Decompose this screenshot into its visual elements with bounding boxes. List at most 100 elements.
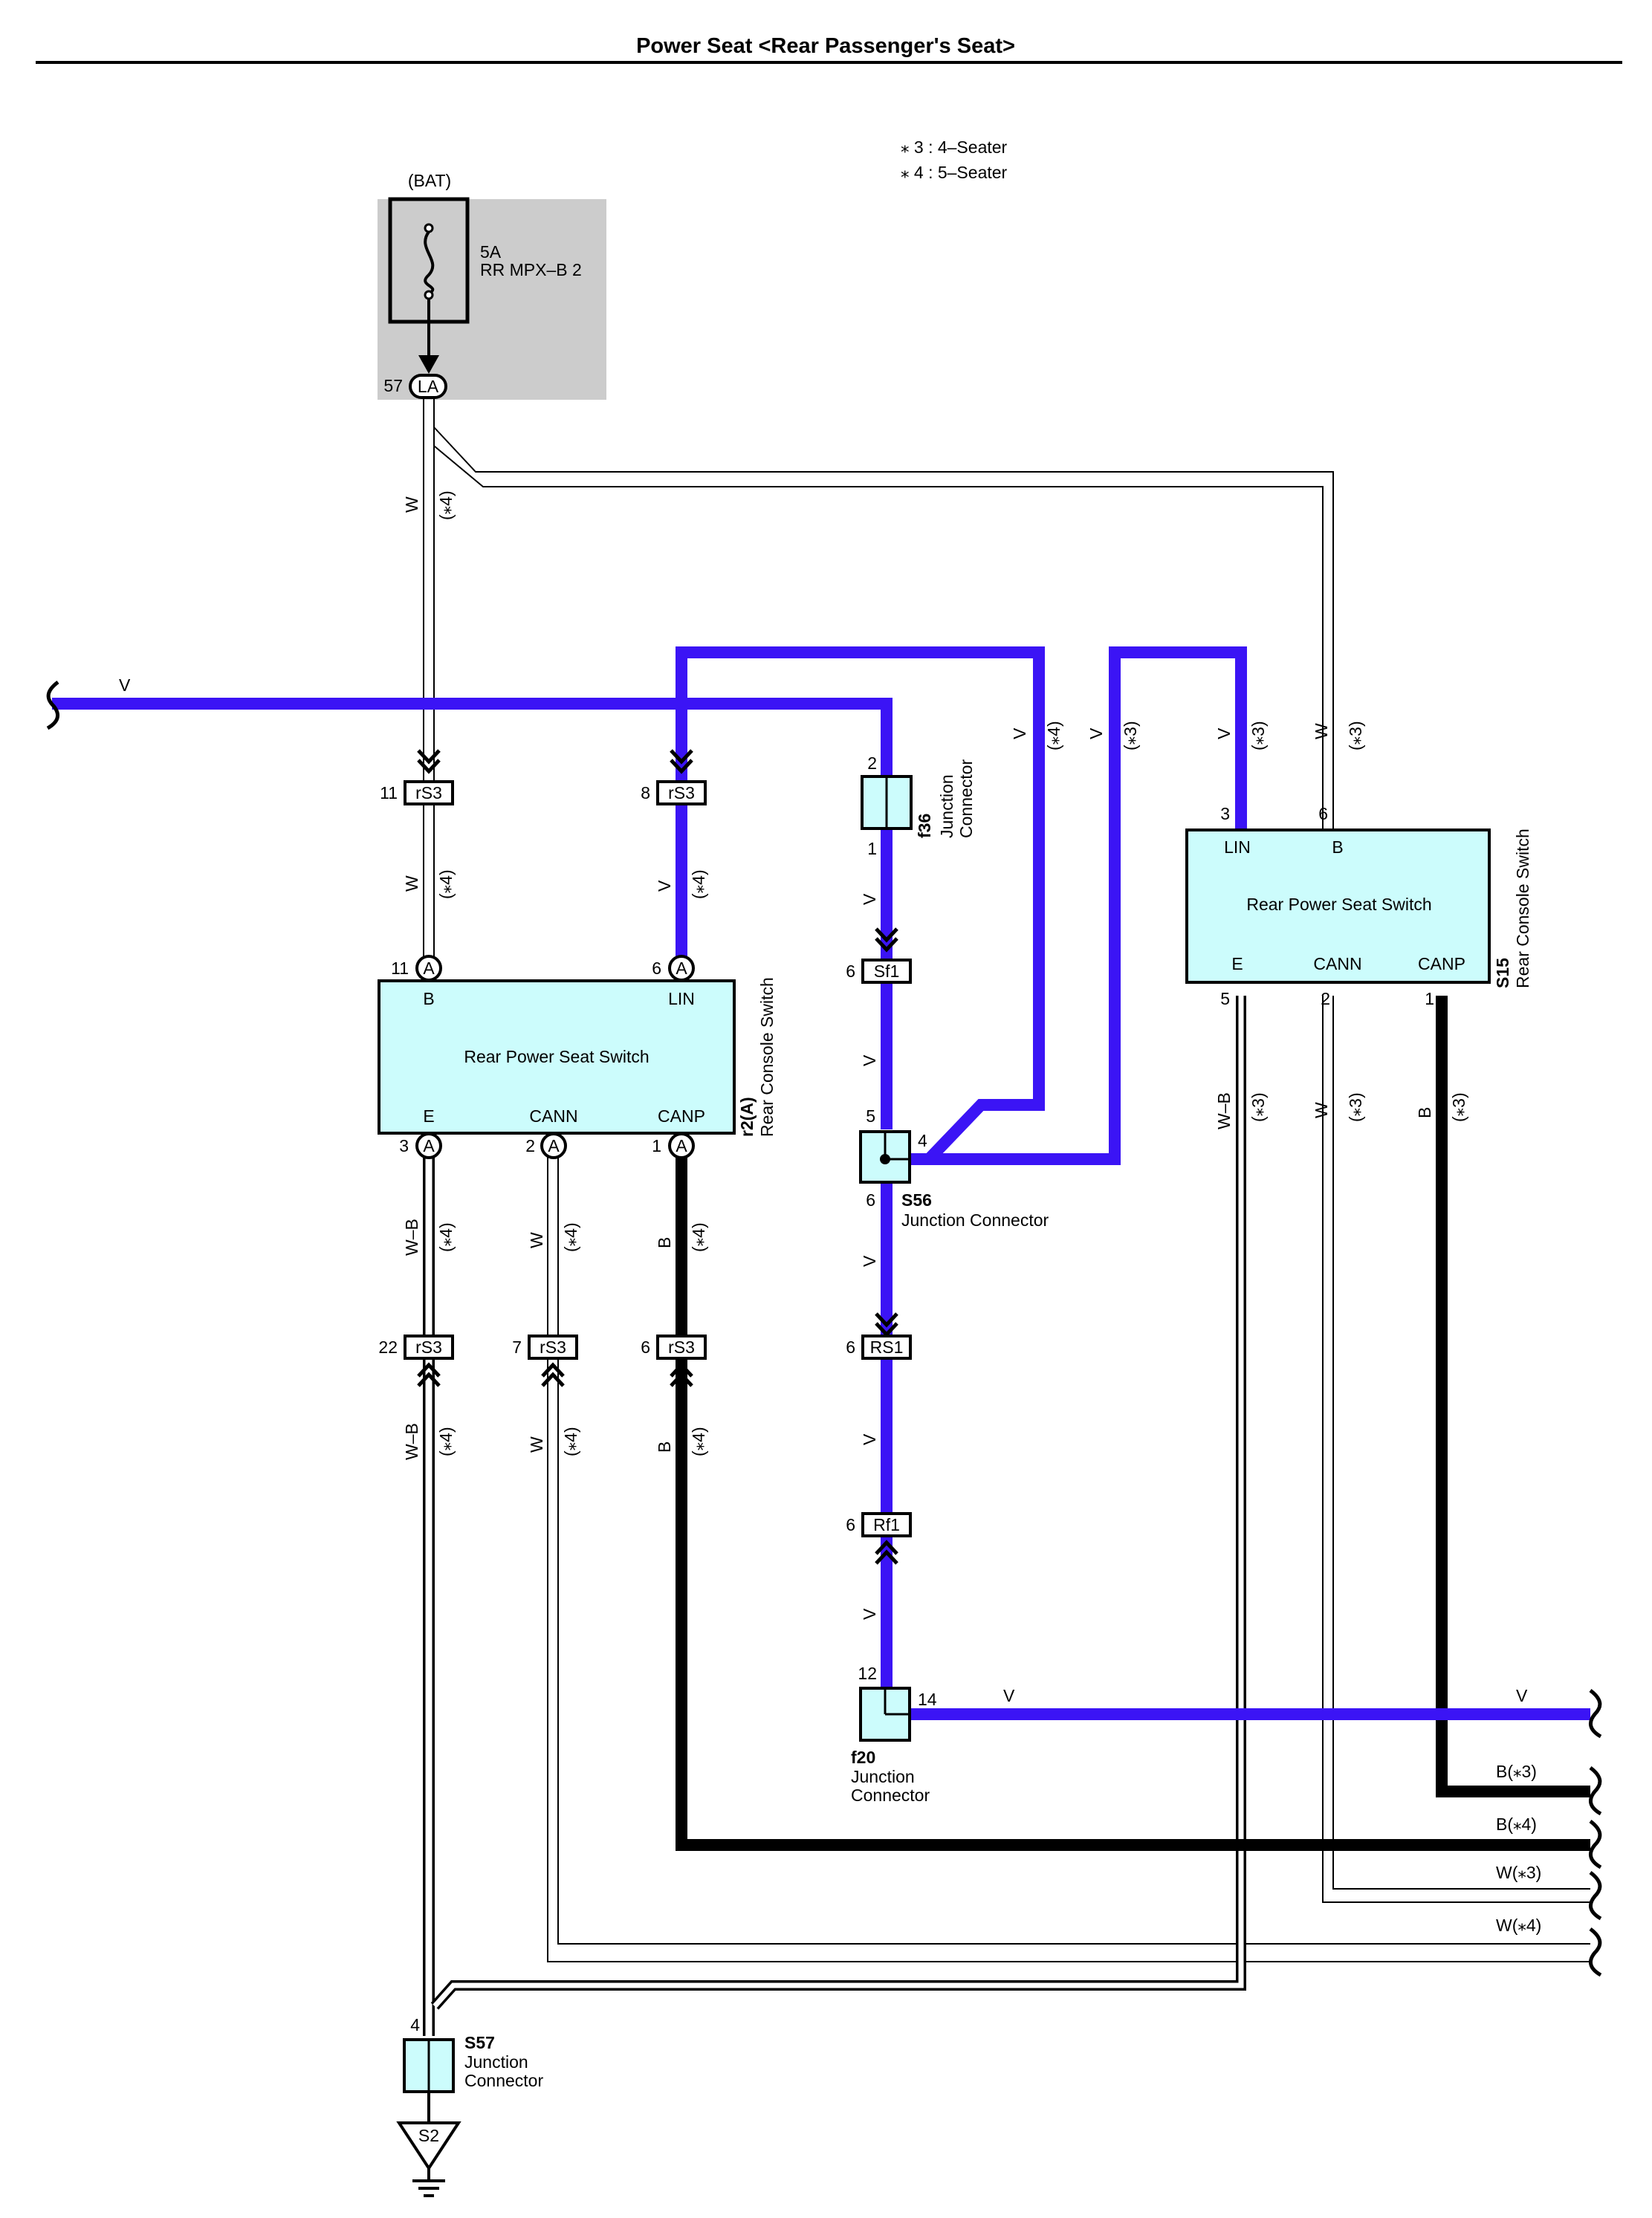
svg-text:(⁎4): (⁎4) xyxy=(561,1222,580,1252)
svg-text:W: W xyxy=(402,496,421,513)
wire-labels-rotated: W (⁎4) W (⁎4) V (⁎4) W–B (⁎4) W (⁎4) B (… xyxy=(402,490,1468,1620)
switch-left-id: r2(A) xyxy=(737,1097,757,1137)
svg-text:(⁎4): (⁎4) xyxy=(436,490,456,520)
switch-right-pin-num-b: 6 xyxy=(1318,804,1328,823)
svg-text:(⁎3): (⁎3) xyxy=(1346,1092,1365,1122)
svg-text:(⁎4): (⁎4) xyxy=(689,1222,708,1252)
switch-right-pin-lin: LIN xyxy=(1224,837,1251,857)
output-w4: W(⁎4) xyxy=(1496,1916,1541,1935)
svg-text:f36: f36 xyxy=(915,814,934,838)
switch-left-pin-num-b: 11 xyxy=(391,959,409,978)
connector-rs1: RS1 6 xyxy=(846,1312,912,1360)
wire-label-v-f20: V xyxy=(1003,1686,1015,1705)
output-b4: B(⁎4) xyxy=(1496,1815,1537,1834)
fuse-pin: 57 xyxy=(383,376,403,395)
output-w3: W(⁎3) xyxy=(1496,1863,1541,1882)
svg-text:V: V xyxy=(1214,727,1234,739)
connector-rf1: Rf1 6 xyxy=(846,1512,912,1565)
svg-text:S2: S2 xyxy=(418,2126,439,2145)
black-wires xyxy=(676,996,1590,1851)
svg-text:B: B xyxy=(1415,1107,1434,1118)
svg-text:(⁎3): (⁎3) xyxy=(1121,721,1140,750)
switch-right-pin-canp: CANP xyxy=(1418,954,1465,973)
page-title: Power Seat <Rear Passenger's Seat> xyxy=(636,34,1015,58)
switch-left-pins: A A A A A xyxy=(415,955,695,1159)
switch-right-desc: Rear Console Switch xyxy=(1513,828,1532,988)
svg-text:(⁎4): (⁎4) xyxy=(436,1427,456,1456)
svg-text:(⁎4): (⁎4) xyxy=(689,1427,708,1456)
svg-text:Connector: Connector xyxy=(956,759,976,838)
switch-right-pin-num-e: 5 xyxy=(1220,989,1230,1008)
fuse-connector-label: LA xyxy=(418,377,439,396)
connector-rs3-22: rS3 22 xyxy=(378,1335,454,1387)
note-4-seater: ⁎ 3 : 4–Seater xyxy=(901,137,1008,157)
svg-text:6: 6 xyxy=(866,1190,875,1210)
break-marks xyxy=(46,681,1602,1977)
svg-text:Junction: Junction xyxy=(464,2052,528,2072)
svg-text:12: 12 xyxy=(858,1664,877,1683)
fuse-connector xyxy=(409,374,447,399)
svg-text:11: 11 xyxy=(380,783,398,802)
output-v: V xyxy=(1516,1686,1528,1705)
svg-text:6: 6 xyxy=(846,1515,855,1534)
svg-text:14: 14 xyxy=(918,1690,937,1709)
svg-text:(⁎3): (⁎3) xyxy=(1346,721,1365,750)
ground-s2: S2 xyxy=(396,2092,461,2197)
svg-text:Junction: Junction xyxy=(851,1767,915,1786)
svg-text:V: V xyxy=(860,1433,879,1445)
svg-text:W: W xyxy=(527,1232,546,1248)
junction-s57: 4 S57 Junction Connector xyxy=(403,2015,543,2093)
switch-right-pin-num-lin: 3 xyxy=(1220,804,1230,823)
svg-text:S57: S57 xyxy=(464,2033,495,2052)
svg-text:A: A xyxy=(423,1136,435,1155)
svg-text:rS3: rS3 xyxy=(668,1337,695,1357)
fuse-terminal-bottom xyxy=(424,290,434,300)
switch-left-pin-num-e: 3 xyxy=(399,1136,409,1155)
note-5-seater: ⁎ 4 : 5–Seater xyxy=(901,163,1008,182)
svg-text:Connector: Connector xyxy=(851,1786,930,1805)
svg-text:6: 6 xyxy=(641,1337,650,1357)
svg-text:rS3: rS3 xyxy=(668,783,695,802)
svg-text:6: 6 xyxy=(846,962,855,981)
switch-left-pin-num-lin: 6 xyxy=(652,959,661,978)
svg-text:Sf1: Sf1 xyxy=(874,962,900,981)
svg-text:V: V xyxy=(1010,727,1029,739)
svg-text:S56: S56 xyxy=(901,1190,932,1210)
svg-text:(⁎4): (⁎4) xyxy=(1044,721,1063,750)
output-b3: B(⁎3) xyxy=(1496,1762,1537,1781)
white-wires xyxy=(423,399,1590,1962)
connector-sf1: Sf1 6 xyxy=(846,927,912,984)
svg-text:W: W xyxy=(1312,723,1331,739)
switch-right-pin-cann: CANN xyxy=(1313,954,1361,973)
svg-text:22: 22 xyxy=(378,1337,398,1357)
fuse-icon xyxy=(424,230,435,295)
svg-text:(⁎3): (⁎3) xyxy=(1248,721,1268,750)
connector-rs3-7: rS3 7 xyxy=(512,1335,578,1387)
svg-text:8: 8 xyxy=(641,783,650,802)
svg-text:(⁎3): (⁎3) xyxy=(1449,1092,1468,1122)
svg-text:B: B xyxy=(655,1442,674,1453)
svg-text:(⁎4): (⁎4) xyxy=(436,1222,456,1252)
junction-f36: 2 1 f36 Junction Connector xyxy=(861,753,976,858)
svg-text:W: W xyxy=(1312,1102,1331,1118)
svg-text:4: 4 xyxy=(918,1131,927,1150)
svg-text:1: 1 xyxy=(867,839,877,858)
junction-f20: 12 14 f20 Junction Connector xyxy=(851,1664,937,1805)
switch-right-name: Rear Power Seat Switch xyxy=(1246,895,1431,914)
svg-text:A: A xyxy=(548,1136,560,1155)
svg-text:W–B: W–B xyxy=(1214,1092,1234,1129)
switch-right-pin-num-canp: 1 xyxy=(1425,989,1434,1008)
svg-text:rS3: rS3 xyxy=(540,1337,566,1357)
svg-text:(⁎4): (⁎4) xyxy=(436,869,456,899)
svg-text:f20: f20 xyxy=(851,1748,875,1767)
connector-rs3-6: rS3 6 xyxy=(641,1335,707,1387)
wb-wire-right xyxy=(430,996,1246,2010)
svg-text:A: A xyxy=(423,959,435,978)
svg-text:(⁎4): (⁎4) xyxy=(689,869,708,899)
svg-text:A: A xyxy=(676,1136,687,1155)
wire-label-v-main: V xyxy=(119,675,131,695)
svg-text:W: W xyxy=(402,875,421,892)
switch-left-desc: Rear Console Switch xyxy=(757,977,777,1137)
svg-text:2: 2 xyxy=(867,753,877,773)
